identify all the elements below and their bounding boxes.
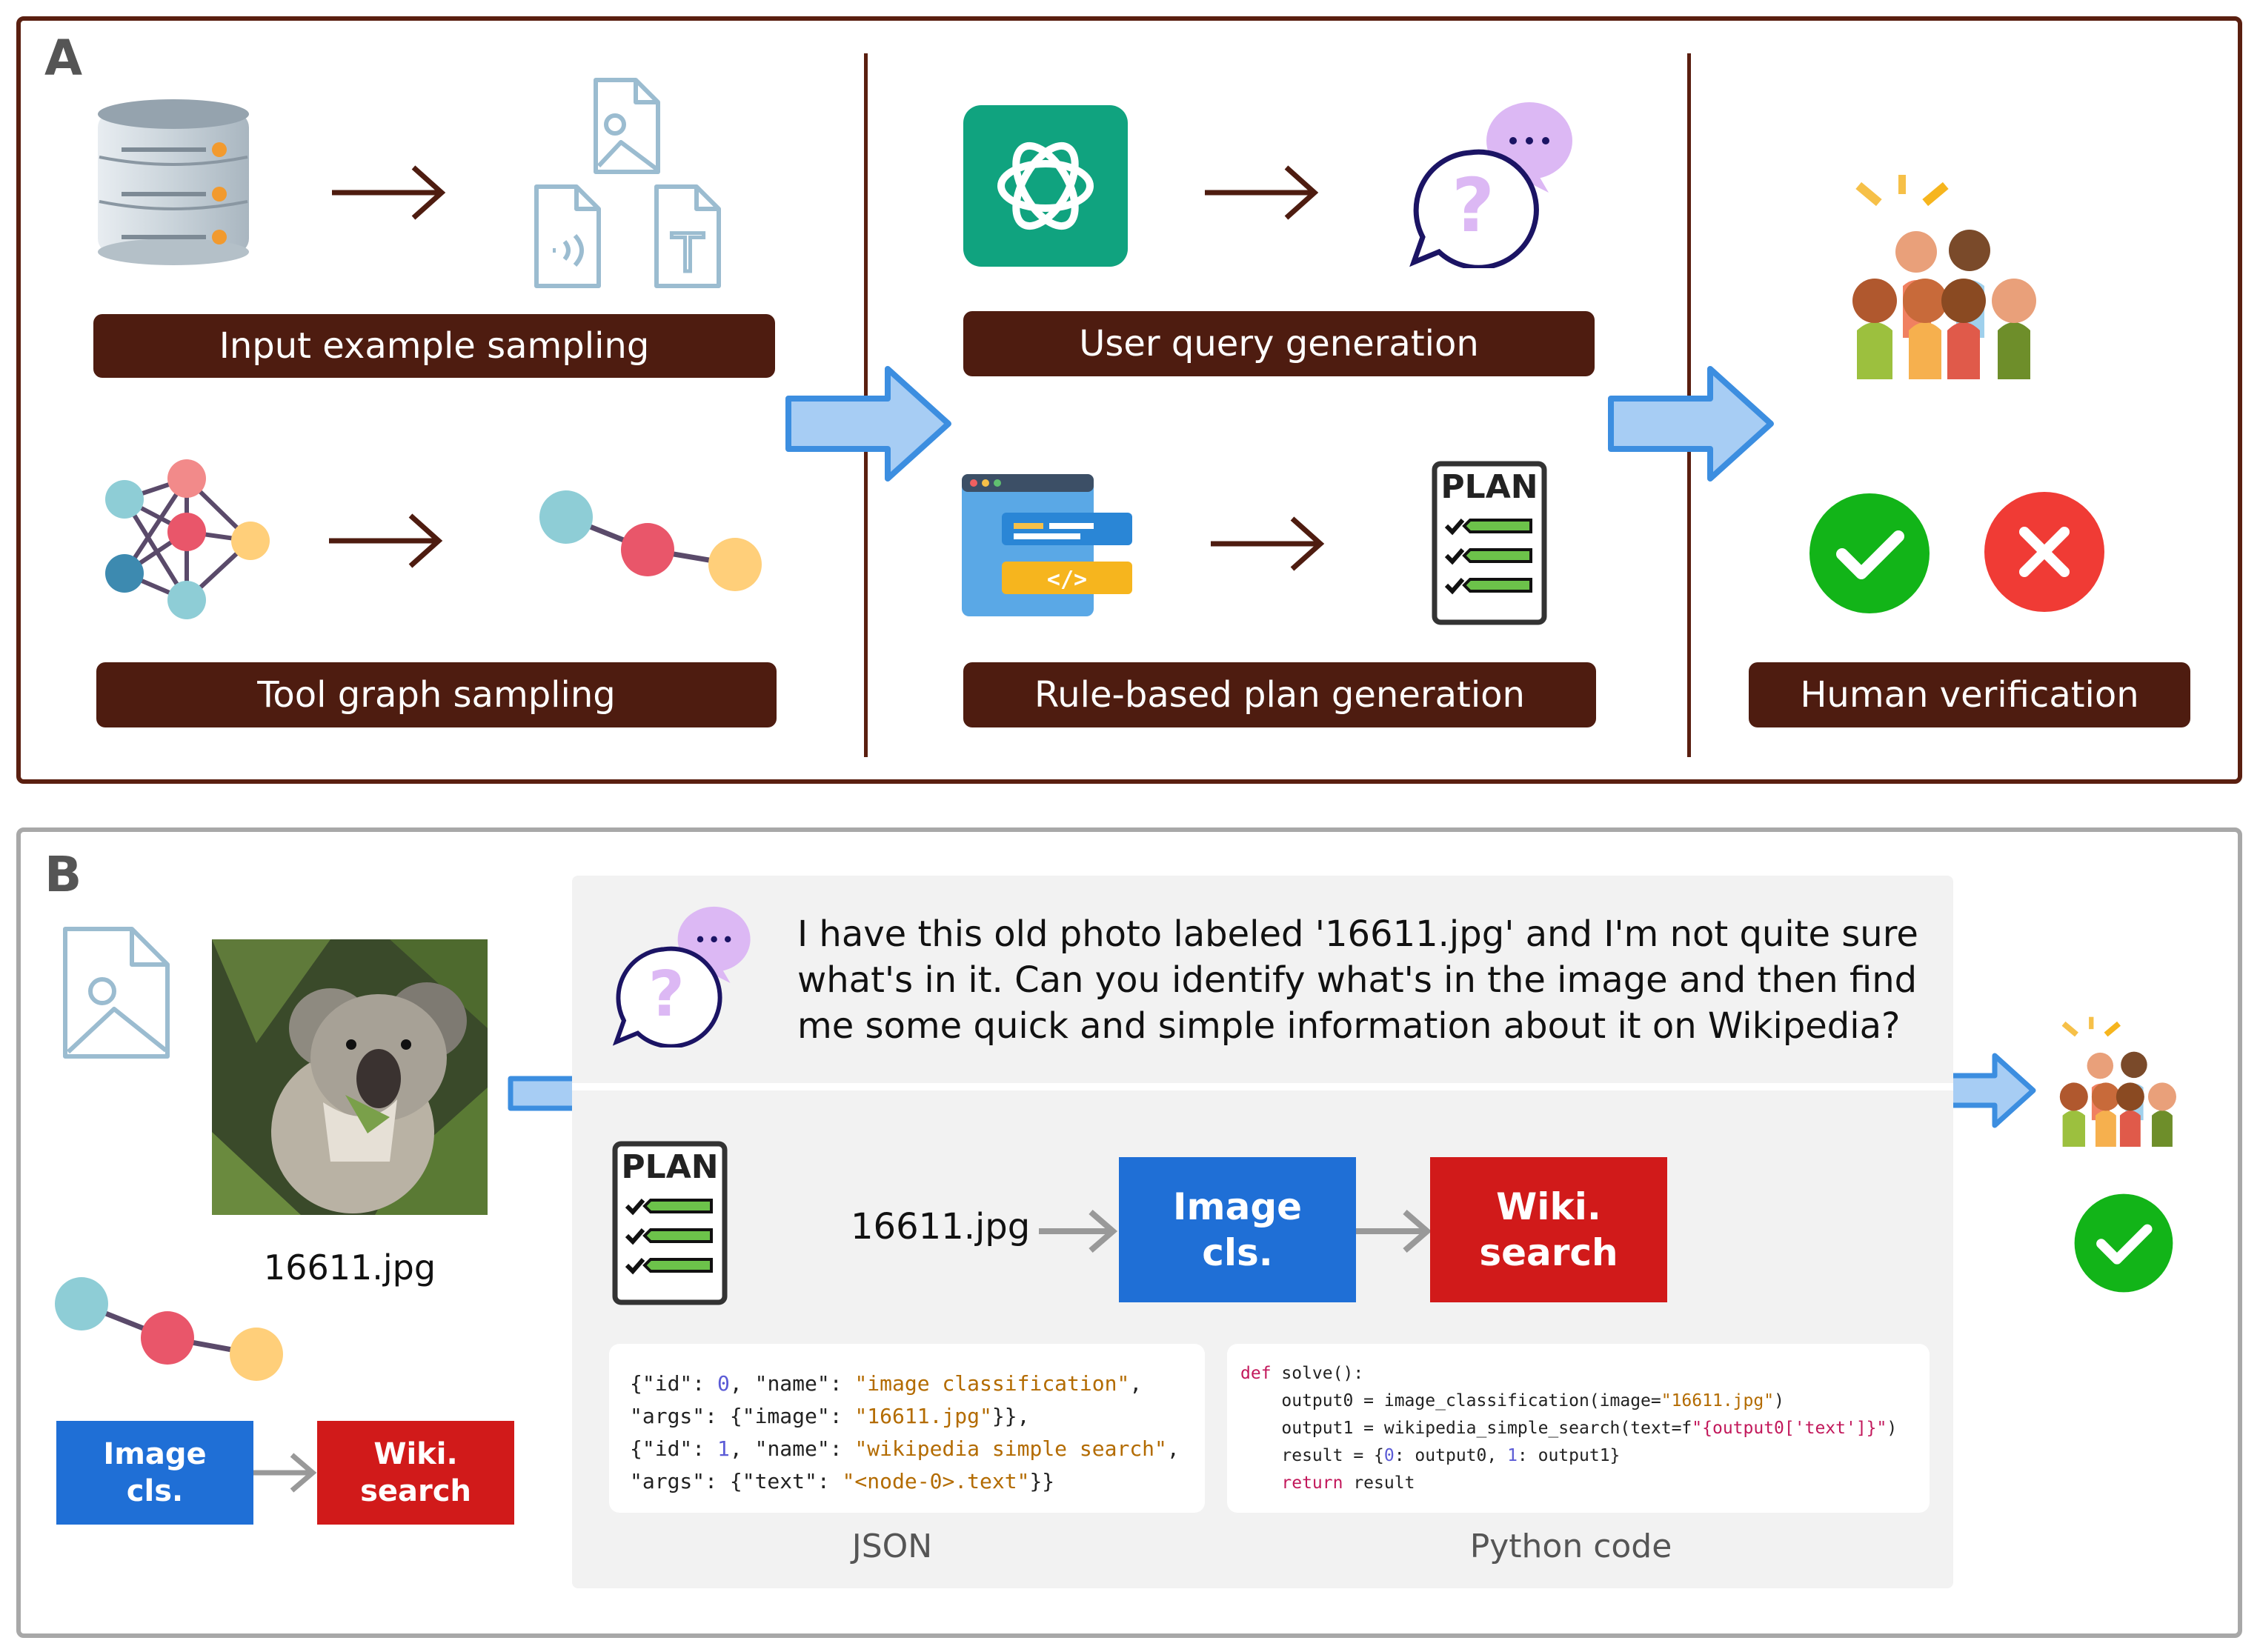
code-token: , [1129, 1371, 1143, 1396]
koala-photo [212, 939, 488, 1215]
code-token: 1 [717, 1436, 730, 1461]
arrow-right-icon [329, 513, 443, 568]
label-tool-graph-sampling: Tool graph sampling [96, 662, 777, 727]
code-token: ) [1887, 1419, 1898, 1438]
arrow-right-icon [1211, 516, 1325, 571]
code-token: , "name": [729, 1371, 855, 1396]
code-token: }}, [991, 1404, 1030, 1428]
plan-clipboard-icon: PLAN [612, 1141, 728, 1305]
panel-b-letter: B [44, 846, 82, 903]
files-icon: T [534, 78, 721, 288]
gray-arrow-icon [1039, 1209, 1118, 1253]
code-line: "args": {"text": "<node-0>.text"}} [630, 1465, 1205, 1498]
code-line: output0 = image_classification(image="16… [1240, 1388, 1930, 1415]
code-tag-label: </> [1046, 566, 1088, 593]
python-caption: Python code [1469, 1528, 1672, 1565]
code-token: output0 = image_classification(image= [1240, 1391, 1661, 1410]
label-human-verification: Human verification [1749, 662, 2190, 727]
image-filename: 16611.jpg [263, 1248, 436, 1288]
panel-a [16, 16, 2242, 784]
image-file-icon [63, 927, 170, 1059]
generation-box-divider [572, 1083, 1953, 1090]
code-token: solve(): [1271, 1364, 1364, 1383]
code-line: result = {0: output0, 1: output1} [1240, 1442, 1930, 1470]
gray-arrow-icon [253, 1453, 317, 1493]
code-token: : output1} [1517, 1446, 1621, 1465]
arrow-right-icon [1205, 165, 1319, 220]
code-token: "wikipedia simple search" [854, 1436, 1167, 1461]
question-bubble-icon: ? [1409, 102, 1572, 268]
code-token: "image classification" [854, 1371, 1130, 1396]
code-token: }} [1029, 1469, 1055, 1493]
code-token: 1 [1507, 1446, 1518, 1465]
code-token: result = { [1240, 1446, 1384, 1465]
check-icon [2074, 1193, 2173, 1293]
json-caption: JSON [851, 1528, 933, 1565]
plan-title: PLAN [1440, 468, 1538, 506]
cross-icon [1984, 492, 2104, 612]
big-arrow-icon [1608, 366, 1774, 482]
code-token: output1 = wikipedia_simple_search(text=f [1240, 1419, 1692, 1438]
tool-chain-icon [539, 490, 762, 591]
arrow-right-icon [332, 165, 446, 220]
code-token: "args": {"text": [630, 1469, 842, 1493]
text-file-letter: T [671, 223, 704, 284]
code-token: "args": {"image": [630, 1404, 855, 1428]
code-token: "{output0['text']}" [1692, 1419, 1887, 1438]
chatgpt-logo-icon [963, 105, 1128, 267]
people-group-icon [1852, 175, 2036, 379]
json-code-block: {"id": 0, "name": "image classification"… [609, 1344, 1205, 1513]
check-icon [1809, 493, 1930, 613]
code-token: ) [1774, 1391, 1784, 1410]
label-input-example-sampling: Input example sampling [93, 314, 775, 378]
svg-text:?: ? [648, 958, 685, 1030]
code-token: def [1240, 1364, 1272, 1383]
node-wiki-search: Wiki. search [1430, 1157, 1667, 1302]
database-icon [98, 99, 249, 265]
label-user-query-generation: User query generation [963, 311, 1595, 376]
panel-a-letter: A [44, 30, 83, 87]
python-code-block: def solve(): output0 = image_classificat… [1227, 1344, 1930, 1513]
tool-chain-icon [55, 1277, 283, 1381]
code-token: 0 [717, 1371, 730, 1396]
big-arrow-icon [785, 366, 951, 482]
code-token: {"id": [630, 1436, 718, 1461]
code-token: , [1166, 1436, 1180, 1461]
code-token: {"id": [630, 1371, 718, 1396]
code-token: "16611.jpg" [1661, 1391, 1775, 1410]
code-token: result [1343, 1473, 1415, 1493]
plan-title: PLAN [621, 1148, 719, 1186]
small-node-image-cls: Image cls. [56, 1421, 253, 1525]
plan-clipboard-icon: PLAN [1432, 461, 1547, 625]
flow-input-filename: 16611.jpg [851, 1206, 1031, 1248]
code-token: "<node-0>.text" [842, 1469, 1030, 1493]
code-token: return [1281, 1473, 1343, 1493]
code-line: {"id": 0, "name": "image classification"… [630, 1368, 1205, 1400]
question-bubble-icon: ? [612, 906, 751, 1048]
code-token: , "name": [729, 1436, 855, 1461]
label-rule-based-plan-generation: Rule-based plan generation [963, 662, 1596, 727]
code-line: "args": {"image": "16611.jpg"}}, [630, 1400, 1205, 1433]
code-token: 0 [1383, 1446, 1395, 1465]
user-query-text: I have this old photo labeled '16611.jpg… [797, 913, 1918, 1047]
code-window-icon [962, 474, 1132, 616]
code-line: {"id": 1, "name": "wikipedia simple sear… [630, 1433, 1205, 1465]
svg-text:?: ? [1452, 162, 1495, 249]
tool-graph-icon [105, 459, 270, 619]
code-line: return result [1240, 1470, 1930, 1497]
small-node-wiki-search: Wiki. search [317, 1421, 514, 1525]
code-line: output1 = wikipedia_simple_search(text=f… [1240, 1415, 1930, 1442]
node-image-cls: Image cls. [1119, 1157, 1356, 1302]
people-group-icon [2059, 1016, 2176, 1147]
code-token: : output0, [1394, 1446, 1508, 1465]
code-line: def solve(): [1240, 1360, 1930, 1388]
gray-arrow-icon [1356, 1209, 1432, 1253]
code-token [1240, 1473, 1281, 1493]
code-token: "16611.jpg" [854, 1404, 992, 1428]
panel-b [16, 827, 2242, 1638]
